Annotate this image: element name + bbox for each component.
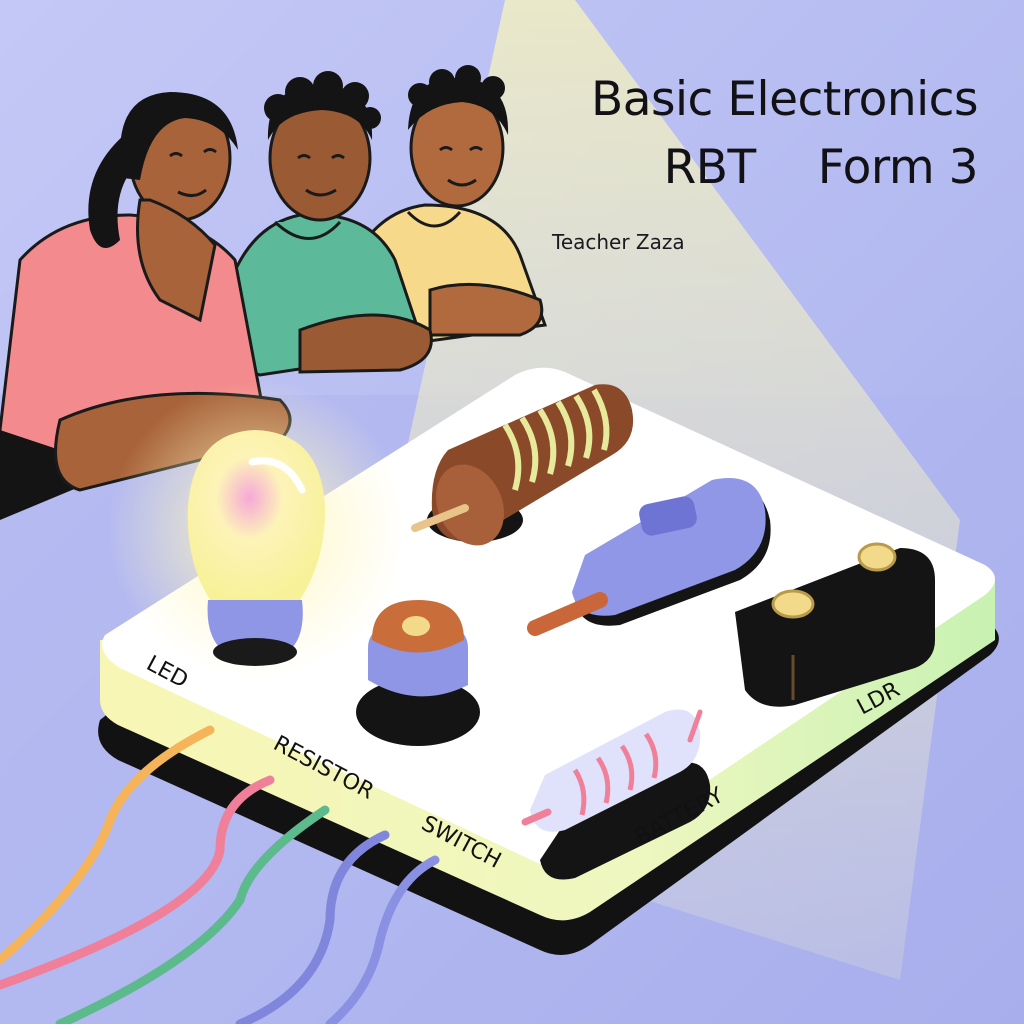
wire-blue-1	[235, 830, 390, 1029]
wires	[0, 725, 440, 1029]
wire-orange	[0, 725, 215, 965]
title-subject: RBT	[663, 140, 757, 195]
students-group	[0, 65, 548, 520]
capacitor-roll-icon	[521, 709, 711, 880]
slide-switch-icon	[527, 478, 771, 636]
wire-pink	[0, 775, 275, 990]
light-bulb-icon	[108, 380, 408, 680]
wire-blue-2	[325, 855, 440, 1029]
resistor-cap-icon	[356, 600, 480, 746]
title-form: Form 3	[817, 140, 979, 195]
wire-green	[55, 805, 330, 1029]
title-line-1: Basic Electronics	[590, 72, 979, 127]
inductor-coil-icon	[411, 384, 634, 546]
teacher-name: Teacher Zaza	[552, 230, 685, 254]
battery-block-icon	[735, 542, 935, 707]
student-yellow	[333, 65, 548, 347]
title-line-2: RBT Form 3	[663, 140, 979, 195]
